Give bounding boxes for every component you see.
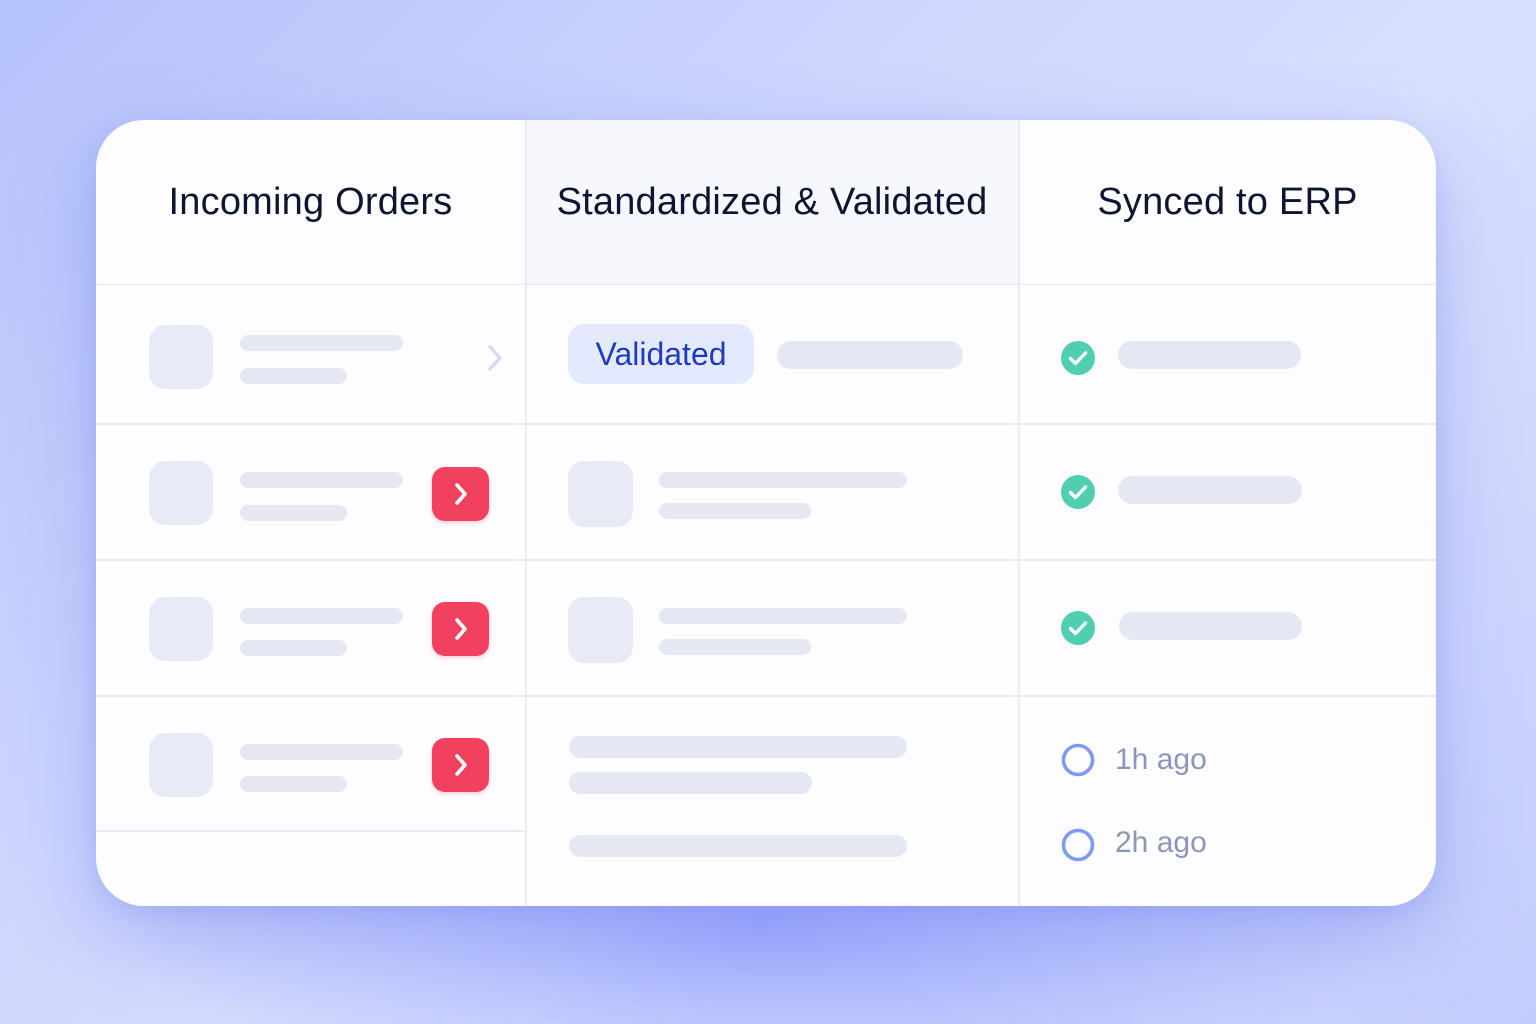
forward-order-button[interactable]	[432, 738, 489, 792]
order-title-placeholder	[240, 744, 403, 760]
sync-time-label: 2h ago	[1115, 826, 1207, 859]
order-thumbnail	[568, 461, 633, 527]
column-divider	[525, 120, 527, 906]
row-divider	[96, 830, 525, 832]
row-divider	[96, 695, 1436, 697]
order-subtitle-placeholder	[240, 640, 347, 656]
validated-badge: Validated	[568, 324, 754, 384]
order-title-placeholder	[240, 335, 403, 351]
order-thumbnail	[149, 461, 213, 525]
order-subtitle-placeholder	[659, 639, 811, 655]
pipeline-board: Incoming Orders Standardized & Validated…	[96, 120, 1436, 906]
column-header-incoming-orders: Incoming Orders	[96, 120, 525, 285]
column-divider	[1018, 120, 1020, 906]
column-header-synced-to-erp: Synced to ERP	[1019, 120, 1436, 285]
chevron-right-icon	[454, 754, 467, 776]
summary-line-placeholder	[569, 736, 907, 758]
forward-order-button[interactable]	[432, 467, 489, 521]
check-circle-icon	[1061, 611, 1095, 645]
column-header-standardized-validated: Standardized & Validated	[525, 120, 1019, 285]
order-subtitle-placeholder	[240, 505, 347, 521]
order-subtitle-placeholder	[659, 503, 811, 519]
forward-order-button[interactable]	[432, 602, 489, 656]
order-thumbnail	[149, 733, 213, 797]
synced-order-placeholder	[1118, 341, 1301, 369]
order-title-placeholder	[659, 608, 907, 624]
chevron-right-icon[interactable]	[485, 344, 505, 372]
row-divider	[96, 559, 1436, 561]
summary-line-placeholder	[569, 835, 907, 857]
check-circle-icon	[1061, 341, 1095, 375]
pending-ring-icon	[1061, 828, 1095, 862]
chevron-right-icon	[454, 618, 467, 640]
order-title-placeholder	[659, 472, 907, 488]
order-thumbnail	[568, 597, 633, 663]
synced-order-placeholder	[1119, 612, 1302, 640]
order-thumbnail	[149, 325, 213, 389]
sync-time-label: 1h ago	[1115, 743, 1207, 776]
summary-line-placeholder	[569, 772, 812, 794]
chevron-right-icon	[454, 483, 467, 505]
synced-order-placeholder	[1118, 476, 1302, 504]
order-subtitle-placeholder	[240, 368, 347, 384]
check-circle-icon	[1061, 475, 1095, 509]
order-thumbnail	[149, 597, 213, 661]
order-title-placeholder	[240, 608, 403, 624]
validated-detail-placeholder	[777, 341, 963, 369]
order-subtitle-placeholder	[240, 776, 347, 792]
order-title-placeholder	[240, 472, 403, 488]
row-divider	[96, 423, 1436, 425]
pending-ring-icon	[1061, 743, 1095, 777]
